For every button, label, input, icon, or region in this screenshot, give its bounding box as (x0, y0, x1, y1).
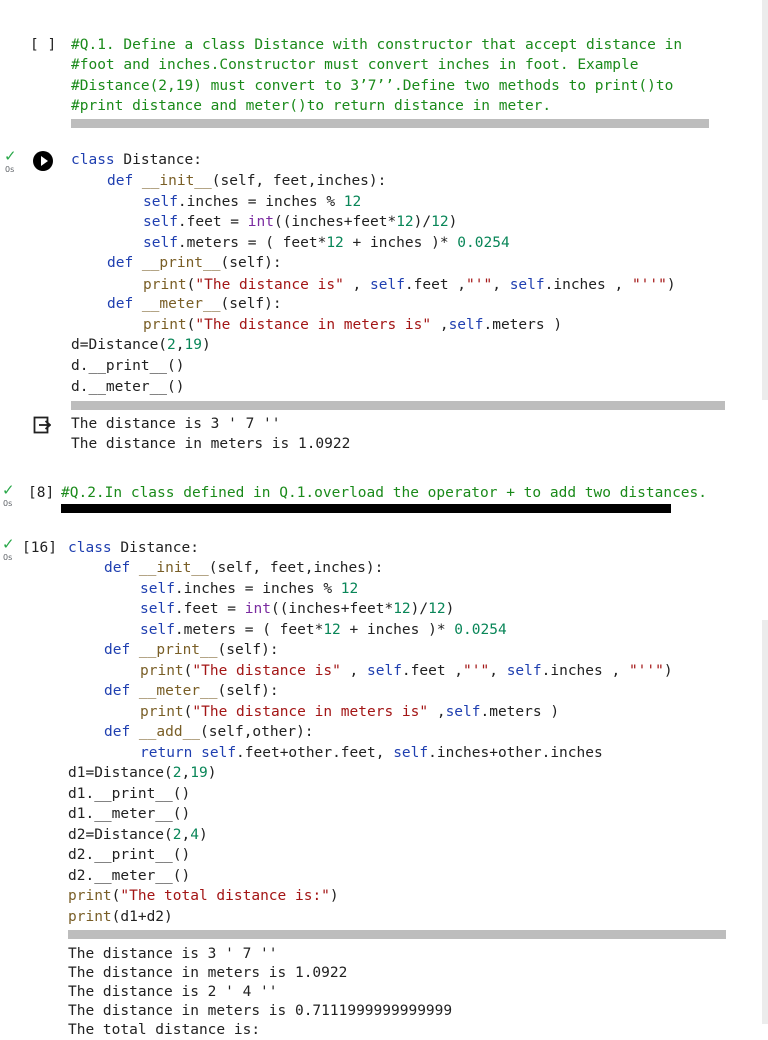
code-line: def __init__(self, feet,inches): (104, 560, 384, 576)
check-icon: ✓ (2, 481, 15, 499)
cell3-exec-time: 0s (3, 499, 13, 508)
code-line: print(d1+d2) (68, 909, 173, 925)
code-line: return self.feet+other.feet, self.inches… (140, 745, 603, 761)
output-line: The distance in meters is 1.0922 (68, 965, 348, 981)
code-line: def __init__(self, feet,inches): (107, 173, 387, 189)
code-line: print("The distance in meters is" ,self.… (140, 704, 560, 720)
cell4-exec-count: [16] (22, 540, 57, 556)
output-line: The distance is 3 ' 7 '' (68, 946, 278, 962)
code-line: d=Distance(2,19) (71, 337, 211, 353)
code-line: def __print__(self): (104, 642, 279, 658)
code-line: d2.__meter__() (68, 868, 191, 884)
code-line: def __print__(self): (107, 255, 282, 271)
cell2-exec-time: 0s (5, 165, 15, 174)
page-scrollbar-track[interactable] (762, 0, 768, 400)
cell3-exec-count: [8] (28, 485, 55, 501)
code-line: d1.__print__() (68, 786, 191, 802)
cell4-exec-time: 0s (3, 553, 13, 562)
page-scrollbar-track-lower[interactable] (762, 620, 768, 1024)
code-line: self.inches = inches % 12 (143, 194, 362, 210)
code-line: d1.__meter__() (68, 806, 191, 822)
code-line: d.__meter__() (71, 379, 185, 395)
cell3-scrollbar[interactable] (61, 504, 671, 513)
cell1-line-3: #Distance(2,19) must convert to 3’7’’.De… (71, 78, 674, 94)
output-line: The total distance is: (68, 1022, 261, 1038)
check-icon: ✓ (4, 147, 17, 165)
code-line: d1=Distance(2,19) (68, 765, 217, 781)
output-line: The distance in meters is 1.0922 (71, 436, 351, 452)
code-line: class Distance: (68, 540, 199, 556)
code-line: def __meter__(self): (104, 683, 279, 699)
code-line: self.inches = inches % 12 (140, 581, 359, 597)
code-line: d.__print__() (71, 358, 185, 374)
code-line: self.feet = int((inches+feet*12)/12) (140, 601, 455, 617)
cell1-exec-count: [ ] (30, 37, 57, 53)
output-line: The distance in meters is 0.711199999999… (68, 1003, 453, 1019)
code-line: self.feet = int((inches+feet*12)/12) (143, 214, 458, 230)
cell1-line-4: #print distance and meter()to return dis… (71, 98, 552, 114)
cell3-line-1[interactable]: #Q.2.In class defined in Q.1.overload th… (61, 485, 708, 501)
cell4-scrollbar[interactable] (68, 930, 726, 939)
output-arrow-icon[interactable] (33, 416, 51, 434)
output-line: The distance is 2 ' 4 '' (68, 984, 278, 1000)
code-line: d2.__print__() (68, 847, 191, 863)
code-line: def __meter__(self): (107, 296, 282, 312)
play-icon[interactable] (33, 151, 53, 171)
cell2-scrollbar[interactable] (71, 401, 725, 410)
code-line: print("The distance is" , self.feet ,"'"… (140, 663, 673, 679)
code-line: print("The distance is" , self.feet ,"'"… (143, 277, 676, 293)
code-line: print("The total distance is:") (68, 888, 339, 904)
cell1-scrollbar[interactable] (71, 119, 709, 128)
code-line: def __add__(self,other): (104, 724, 314, 740)
code-line: self.meters = ( feet*12 + inches )* 0.02… (140, 622, 507, 638)
cell1-line-1: #Q.1. Define a class Distance with const… (71, 37, 683, 53)
code-line: print("The distance in meters is" ,self.… (143, 317, 563, 333)
cell1-line-2: #foot and inches.Constructor must conver… (71, 57, 639, 73)
code-line: class Distance: (71, 152, 202, 168)
check-icon: ✓ (2, 535, 15, 553)
output-line: The distance is 3 ' 7 '' (71, 416, 281, 432)
code-line: d2=Distance(2,4) (68, 827, 208, 843)
code-line: self.meters = ( feet*12 + inches )* 0.02… (143, 235, 510, 251)
